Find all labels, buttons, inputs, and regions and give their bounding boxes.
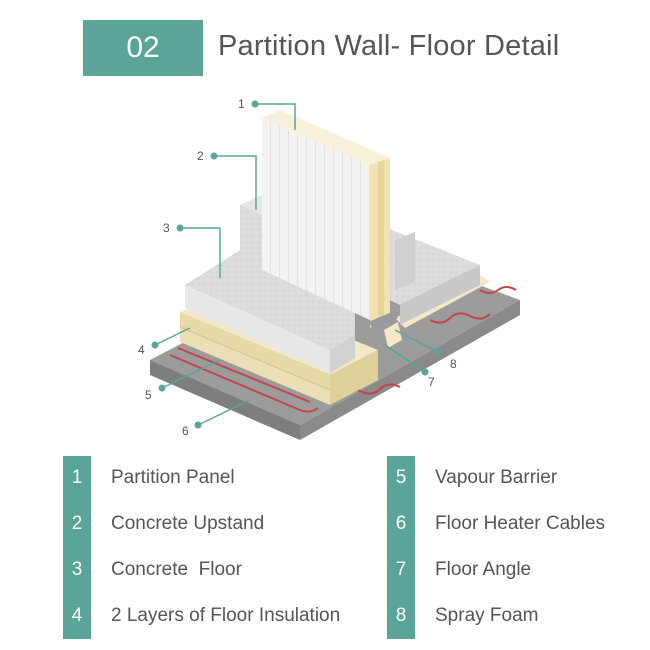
floor-detail-illustration: 1 2 3 4 5 6 7 8 xyxy=(138,97,520,440)
callout-leaders xyxy=(154,103,439,426)
legend-number: 2 xyxy=(71,513,83,534)
floor-angle xyxy=(368,312,402,348)
legend-number: 8 xyxy=(395,605,407,626)
callout-7: 7 xyxy=(428,375,435,389)
legend-label: Floor Angle xyxy=(435,559,532,580)
legend-label: Floor Heater Cables xyxy=(435,513,606,534)
legend-number: 6 xyxy=(395,513,407,534)
callout-dots xyxy=(151,100,442,429)
legend-item: 3 Concrete Floor xyxy=(63,547,242,593)
legend-number: 3 xyxy=(71,559,83,580)
legend-right-bar xyxy=(387,456,415,639)
callout-5: 5 xyxy=(145,388,152,402)
legend-label: Vapour Barrier xyxy=(435,467,558,488)
legend-label: Concrete Upstand xyxy=(111,513,265,534)
legend-item: 7 Floor Angle xyxy=(387,547,531,593)
legend-item: 2 Concrete Upstand xyxy=(63,501,264,547)
legend-label: Partition Panel xyxy=(111,467,235,488)
legend-item: 6 Floor Heater Cables xyxy=(387,501,605,547)
legend-item: 8 Spray Foam xyxy=(387,593,539,639)
legend-item: 4 2 Layers of Floor Insulation xyxy=(63,593,340,639)
callout-6: 6 xyxy=(182,424,189,438)
legend-item: 1 Partition Panel xyxy=(63,455,235,501)
legend-number: 4 xyxy=(71,605,83,626)
callout-3: 3 xyxy=(163,221,170,235)
callout-4: 4 xyxy=(138,343,145,357)
section-number-badge: 02 xyxy=(83,20,203,76)
partition-panel xyxy=(262,110,390,328)
legend-number: 1 xyxy=(71,467,83,488)
callout-1: 1 xyxy=(238,97,245,111)
legend-label: 2 Layers of Floor Insulation xyxy=(111,605,341,626)
callout-2: 2 xyxy=(197,149,204,163)
legend-item: 5 Vapour Barrier xyxy=(387,455,557,501)
page-title: Partition Wall- Floor Detail xyxy=(218,30,560,62)
legend-label: Concrete Floor xyxy=(111,559,242,580)
legend-left-bar xyxy=(63,456,91,639)
legend-number: 7 xyxy=(395,559,407,580)
legend-label: Spray Foam xyxy=(435,605,539,626)
callout-8: 8 xyxy=(450,357,457,371)
legend-number: 5 xyxy=(395,467,407,488)
